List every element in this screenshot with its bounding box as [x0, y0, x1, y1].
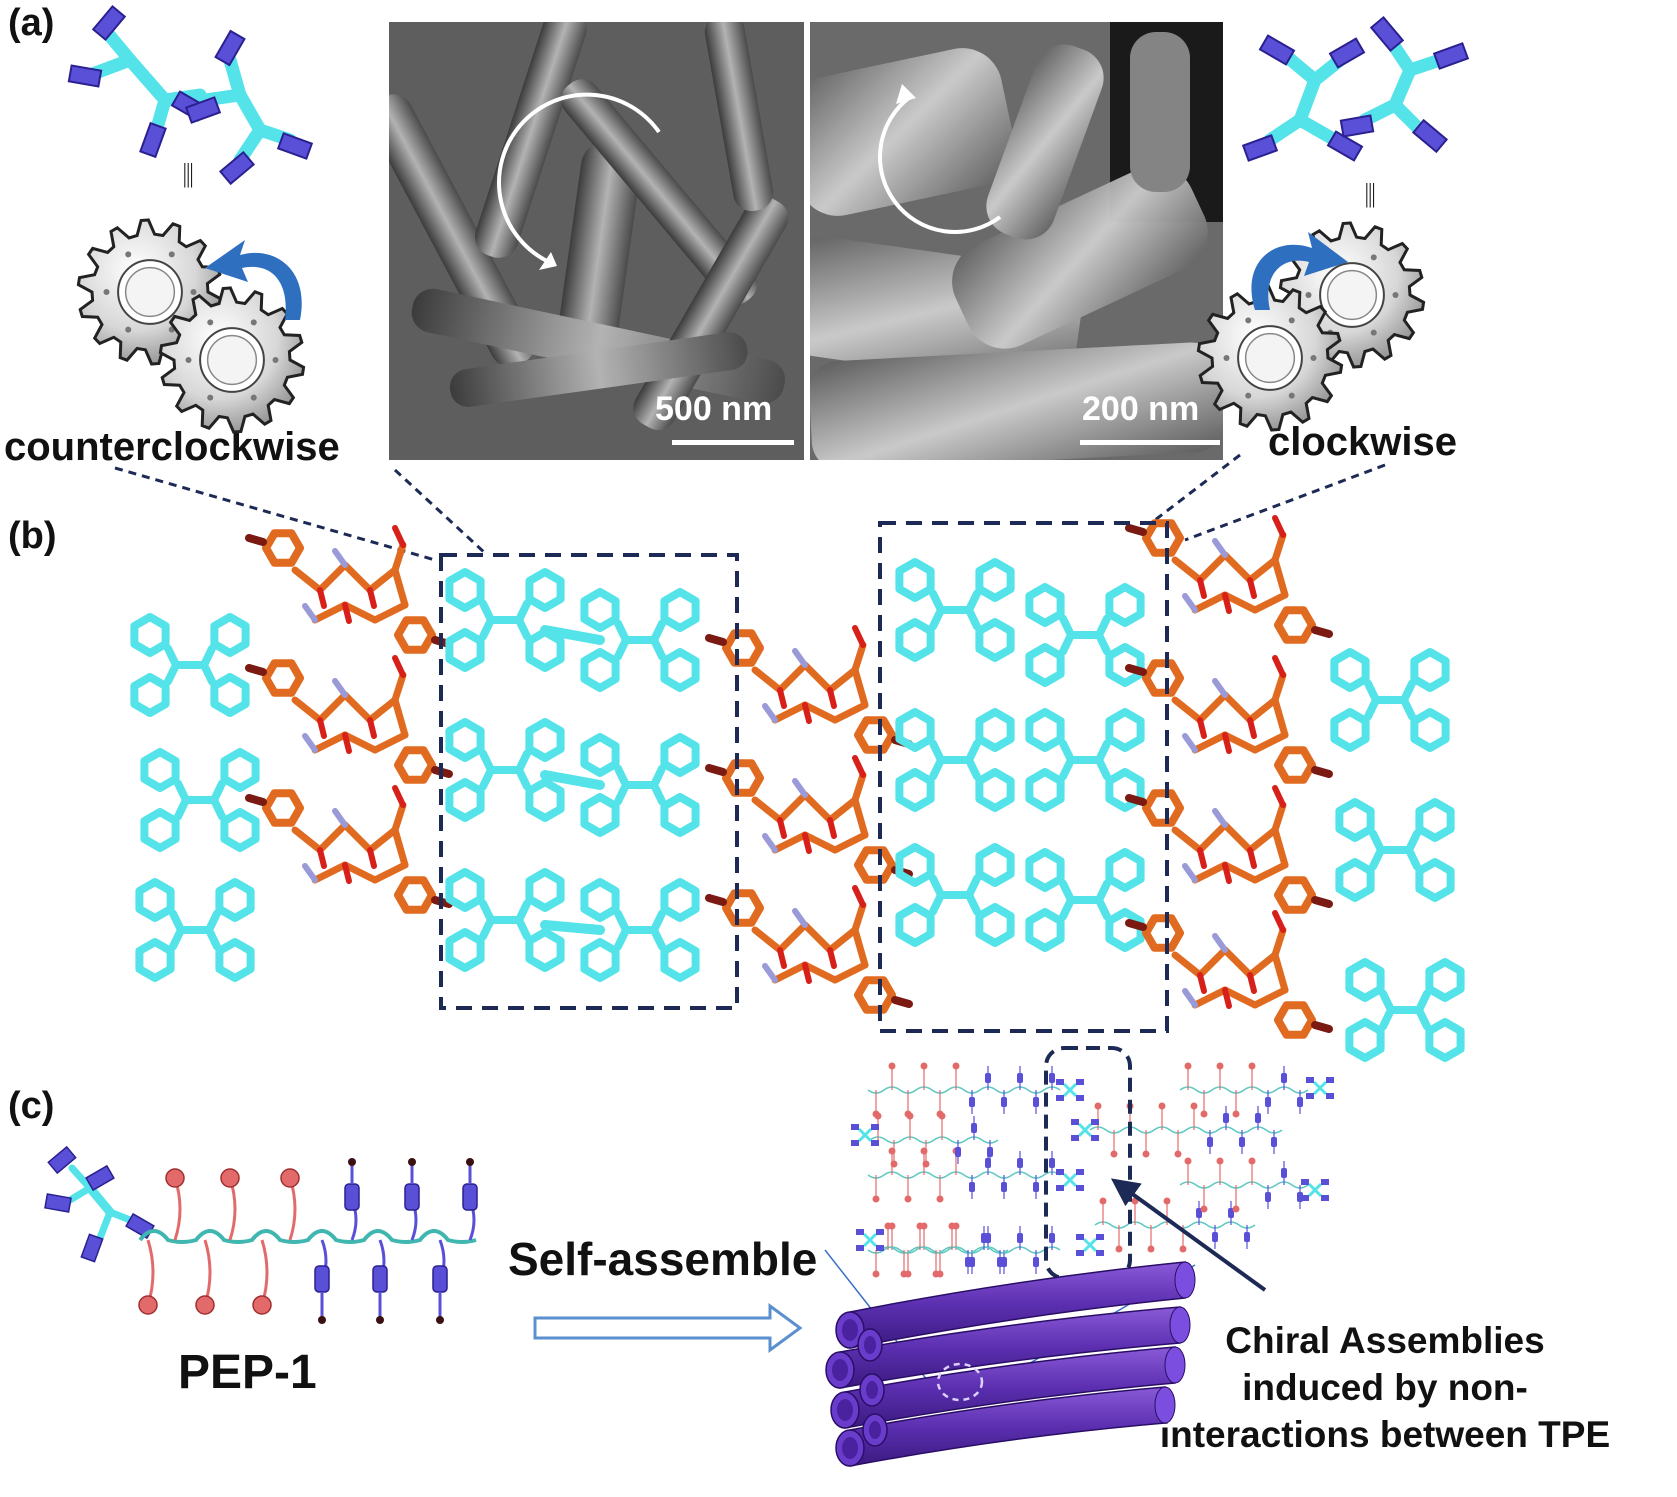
sem-right-scale-bar: [1080, 440, 1220, 445]
dashed-box-left: [439, 553, 739, 1010]
rotation-arrow-icon: [878, 95, 1002, 234]
sem-left-scale-bar: [672, 440, 794, 445]
nanofiber-bundle-icon: [825, 1261, 1196, 1467]
chiral-assembly-network: [851, 1062, 1334, 1278]
sem-image-right: 200 nm: [810, 22, 1223, 460]
pep1-molecule: [44, 1145, 478, 1324]
crystal-packing-structure: [130, 515, 1465, 1062]
dashed-box-network: [1044, 1046, 1132, 1280]
tpe-molecule-icon-right: [1241, 15, 1470, 162]
panel-a-letter: (a): [8, 2, 55, 44]
sem-right-scale-label: 200 nm: [1082, 390, 1200, 428]
self-assemble-arrow: [533, 1303, 803, 1353]
counterclockwise-label: counterclockwise: [4, 425, 340, 469]
callout-arrow: [1110, 1178, 1267, 1292]
assembly-caption-line3: interactions between TPE: [1159, 1414, 1611, 1455]
assembly-caption-line1: Chiral Assemblies: [1225, 1320, 1545, 1361]
gear-icons: [76, 218, 1426, 434]
clockwise-label: clockwise: [1268, 420, 1458, 464]
panel-b-letter: (b): [8, 515, 57, 557]
rotation-arrow-icon-right: [1251, 232, 1348, 310]
gear-icon: [158, 286, 306, 434]
equivalence-mark-left: |||: [183, 158, 194, 188]
self-assemble-label: Self-assemble: [508, 1233, 818, 1285]
assembly-caption-line2: induced by non-: [1242, 1367, 1528, 1408]
sem-left-scale-label: 500 nm: [655, 390, 773, 428]
dashed-box-right: [878, 521, 1169, 1033]
connector-lines: [114, 453, 1386, 562]
pep1-label: PEP-1: [178, 1346, 317, 1399]
panel-c-letter: (c): [8, 1085, 55, 1127]
equivalence-mark-right: |||: [1365, 178, 1376, 208]
tpe-molecule-icon-left: [67, 4, 314, 186]
sem-left-texture: [389, 22, 804, 460]
gear-icon: [1196, 284, 1344, 432]
sem-right-texture: [810, 22, 1223, 460]
rotation-arrow-icon-left: [205, 240, 302, 320]
rotation-arrow-icon: [497, 92, 661, 264]
sem-image-left: 500 nm: [389, 22, 804, 460]
